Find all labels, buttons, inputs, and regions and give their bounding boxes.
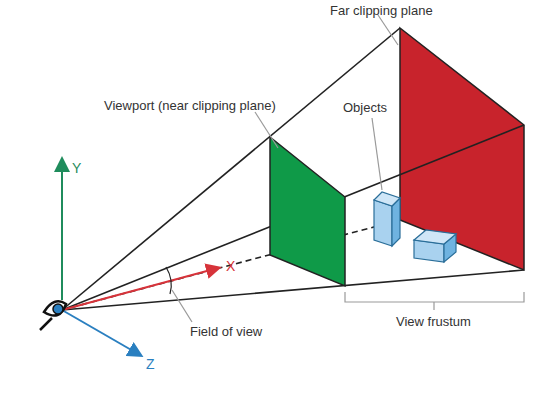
x-axis <box>62 268 218 310</box>
fov-arc <box>166 267 171 294</box>
object-cubes <box>374 192 456 262</box>
plane-label: Viewport (near clipping plane) <box>104 98 276 114</box>
eye-icon <box>40 301 66 330</box>
near-plane <box>270 137 345 286</box>
object-label: Objects <box>343 100 387 116</box>
frustum-bracket <box>345 292 524 310</box>
z-axis <box>62 310 140 355</box>
leader-lines <box>172 15 398 322</box>
frustum-label: View frustum <box>396 314 471 330</box>
axis-label: Y <box>72 160 81 177</box>
frustum-edges <box>62 28 524 310</box>
fov-label: Field of view <box>190 324 262 340</box>
axis-label: X <box>226 258 235 275</box>
axis-label: Z <box>146 356 155 373</box>
plane-label: Far clipping plane <box>330 3 433 19</box>
y-axis <box>61 160 63 300</box>
